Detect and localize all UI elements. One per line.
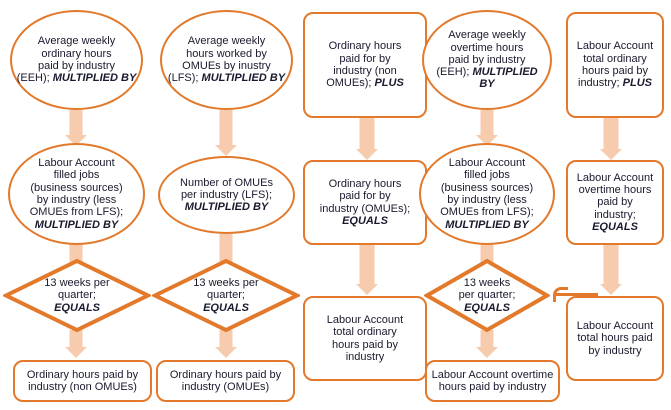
node-c5n3-text: Labour Account total hours paid by indus… — [576, 320, 654, 357]
diamond-shape-icon — [3, 258, 151, 333]
node-c1n3[interactable]: 13 weeks per quarter; EQUALS — [3, 258, 151, 333]
node-c1n3-text: 13 weeks per quarter; EQUALS — [44, 277, 110, 314]
arrow-c5n2-to-c5n3 — [597, 245, 625, 295]
node-c3n1-text: Ordinary hours paid for by industry (non… — [326, 40, 404, 90]
arrow-c5n1-to-c5n2 — [597, 118, 625, 160]
connector-c3n3-to-c5n1 — [556, 293, 598, 296]
arrow-c1n1-to-c1n2 — [62, 110, 90, 146]
node-c5n1-text: Labour Account total ordinary hours paid… — [576, 40, 654, 90]
arrow-c2n3-to-c2n4 — [212, 330, 240, 360]
connector-c5-riser — [553, 287, 568, 302]
diamond-shape-icon — [424, 258, 550, 333]
node-c5n3[interactable]: Labour Account total hours paid by indus… — [566, 296, 664, 381]
node-c4n2-text: Labour Account filled jobs (business sou… — [440, 157, 534, 231]
node-c3n3[interactable]: Labour Account total ordinary hours paid… — [303, 296, 427, 381]
node-c3n2[interactable]: Ordinary hours paid for by industry (OMU… — [303, 160, 427, 245]
arrow-c2n1-to-c2n2 — [212, 110, 240, 156]
node-c1n4-text: Ordinary hours paid by industry (non OMU… — [26, 368, 139, 393]
node-c2n1-text: Average weekly hours worked by OMUEs by … — [167, 35, 286, 85]
node-c4n4[interactable]: Labour Account overtime hours paid by in… — [425, 360, 560, 402]
node-c4n1[interactable]: Average weekly overtime hours paid by in… — [422, 10, 552, 110]
node-c5n2[interactable]: Labour Account overtime hours paid by in… — [566, 160, 664, 245]
node-c2n2[interactable]: Number of OMUEs per industry (LFS); MULT… — [158, 156, 295, 234]
node-c1n1[interactable]: Average weekly ordinary hours paid by in… — [10, 10, 143, 110]
node-c2n3[interactable]: 13 weeks per quarter; EQUALS — [152, 258, 300, 333]
node-c2n4-text: Ordinary hours paid by industry (OMUEs) — [169, 368, 282, 393]
node-c2n4[interactable]: Ordinary hours paid by industry (OMUEs) — [156, 360, 295, 402]
node-c4n3[interactable]: 13 weeks per quarter; EQUALS — [424, 258, 550, 333]
node-c4n2[interactable]: Labour Account filled jobs (business sou… — [419, 143, 555, 245]
node-c2n2-text: Number of OMUEs per industry (LFS); MULT… — [180, 176, 273, 214]
node-c3n1[interactable]: Ordinary hours paid for by industry (non… — [303, 12, 427, 118]
diamond-shape-icon — [152, 258, 300, 333]
arrow-c4n3-to-c4n4 — [473, 330, 501, 360]
node-c2n1[interactable]: Average weekly hours worked by OMUEs by … — [160, 10, 293, 110]
node-c3n2-text: Ordinary hours paid for by industry (OMU… — [319, 177, 411, 227]
node-c5n2-text: Labour Account overtime hours paid by in… — [576, 171, 654, 233]
arrow-c1n3-to-c1n4 — [62, 330, 90, 360]
node-c2n3-text: 13 weeks per quarter; EQUALS — [193, 277, 259, 314]
node-c1n2-text: Labour Account filled jobs (business sou… — [29, 157, 124, 231]
node-c5n1[interactable]: Labour Account total ordinary hours paid… — [566, 12, 664, 118]
node-c4n4-text: Labour Account overtime hours paid by in… — [431, 368, 554, 393]
node-c1n2[interactable]: Labour Account filled jobs (business sou… — [8, 143, 145, 245]
arrow-c4n1-to-c4n2 — [473, 110, 501, 146]
arrow-c3n2-to-c3n3 — [353, 245, 381, 295]
node-c4n1-text: Average weekly overtime hours paid by in… — [436, 29, 538, 91]
node-c1n4[interactable]: Ordinary hours paid by industry (non OMU… — [13, 360, 152, 402]
arrow-c3n1-to-c3n2 — [353, 118, 381, 160]
node-c4n3-text: 13 weeks per quarter; EQUALS — [458, 277, 516, 314]
node-c1n1-text: Average weekly ordinary hours paid by in… — [16, 35, 137, 85]
node-c3n3-text: Labour Account total ordinary hours paid… — [326, 313, 404, 363]
